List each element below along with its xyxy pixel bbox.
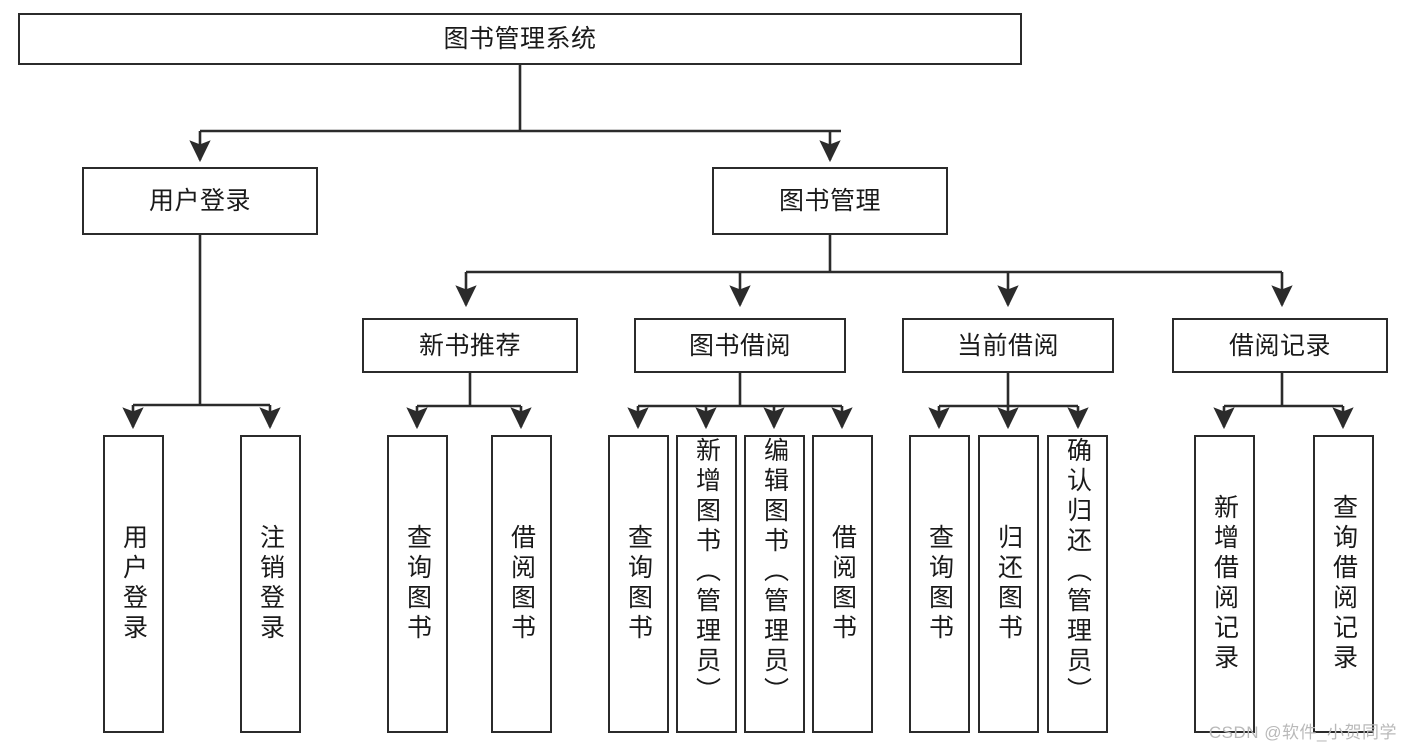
node-leaf-borrow-book-2[interactable]: 借阅图书	[812, 435, 873, 733]
node-leaf-user-login-label: 用户登录	[119, 524, 148, 644]
node-root[interactable]: 图书管理系统	[18, 13, 1022, 65]
node-new-book-recommend[interactable]: 新书推荐	[362, 318, 578, 373]
node-leaf-query-book-2-label: 查询图书	[624, 524, 653, 644]
node-leaf-edit-book-admin-label: 编辑图书（管理员）	[760, 437, 789, 707]
node-book-borrow-label: 图书借阅	[688, 331, 791, 360]
node-leaf-add-book-admin[interactable]: 新增图书（管理员）	[676, 435, 737, 733]
node-leaf-query-borrow-record[interactable]: 查询借阅记录	[1313, 435, 1374, 733]
node-leaf-edit-book-admin[interactable]: 编辑图书（管理员）	[744, 435, 805, 733]
node-leaf-query-borrow-record-label: 查询借阅记录	[1329, 494, 1358, 674]
node-leaf-borrow-book-1-label: 借阅图书	[507, 524, 536, 644]
node-leaf-query-book-3[interactable]: 查询图书	[909, 435, 970, 733]
node-leaf-user-login[interactable]: 用户登录	[103, 435, 164, 733]
node-leaf-query-book-1-label: 查询图书	[403, 524, 432, 644]
node-leaf-add-borrow-record[interactable]: 新增借阅记录	[1194, 435, 1255, 733]
node-leaf-query-book-2[interactable]: 查询图书	[608, 435, 669, 733]
node-leaf-confirm-return-admin[interactable]: 确认归还（管理员）	[1047, 435, 1108, 733]
node-leaf-borrow-book-2-label: 借阅图书	[828, 524, 857, 644]
node-book-borrow[interactable]: 图书借阅	[634, 318, 846, 373]
watermark-text: CSDN @软件_小贺同学	[1208, 723, 1397, 742]
node-current-borrow-label: 当前借阅	[956, 331, 1059, 360]
node-leaf-add-book-admin-label: 新增图书（管理员）	[692, 437, 721, 707]
node-current-borrow[interactable]: 当前借阅	[902, 318, 1114, 373]
node-leaf-query-book-3-label: 查询图书	[925, 524, 954, 644]
node-user-login-label: 用户登录	[148, 187, 251, 215]
node-borrow-record[interactable]: 借阅记录	[1172, 318, 1388, 373]
node-leaf-return-book[interactable]: 归还图书	[978, 435, 1039, 733]
node-root-label: 图书管理系统	[443, 25, 597, 53]
node-leaf-return-book-label: 归还图书	[994, 524, 1023, 644]
node-user-login[interactable]: 用户登录	[82, 167, 318, 235]
node-book-management-label: 图书管理	[778, 187, 881, 215]
node-leaf-logout[interactable]: 注销登录	[240, 435, 301, 733]
node-new-book-recommend-label: 新书推荐	[418, 331, 521, 360]
node-leaf-add-borrow-record-label: 新增借阅记录	[1210, 494, 1239, 674]
node-leaf-query-book-1[interactable]: 查询图书	[387, 435, 448, 733]
node-borrow-record-label: 借阅记录	[1228, 331, 1331, 360]
node-book-management[interactable]: 图书管理	[712, 167, 948, 235]
node-leaf-logout-label: 注销登录	[256, 524, 285, 644]
node-leaf-confirm-return-admin-label: 确认归还（管理员）	[1063, 437, 1092, 707]
node-leaf-borrow-book-1[interactable]: 借阅图书	[491, 435, 552, 733]
